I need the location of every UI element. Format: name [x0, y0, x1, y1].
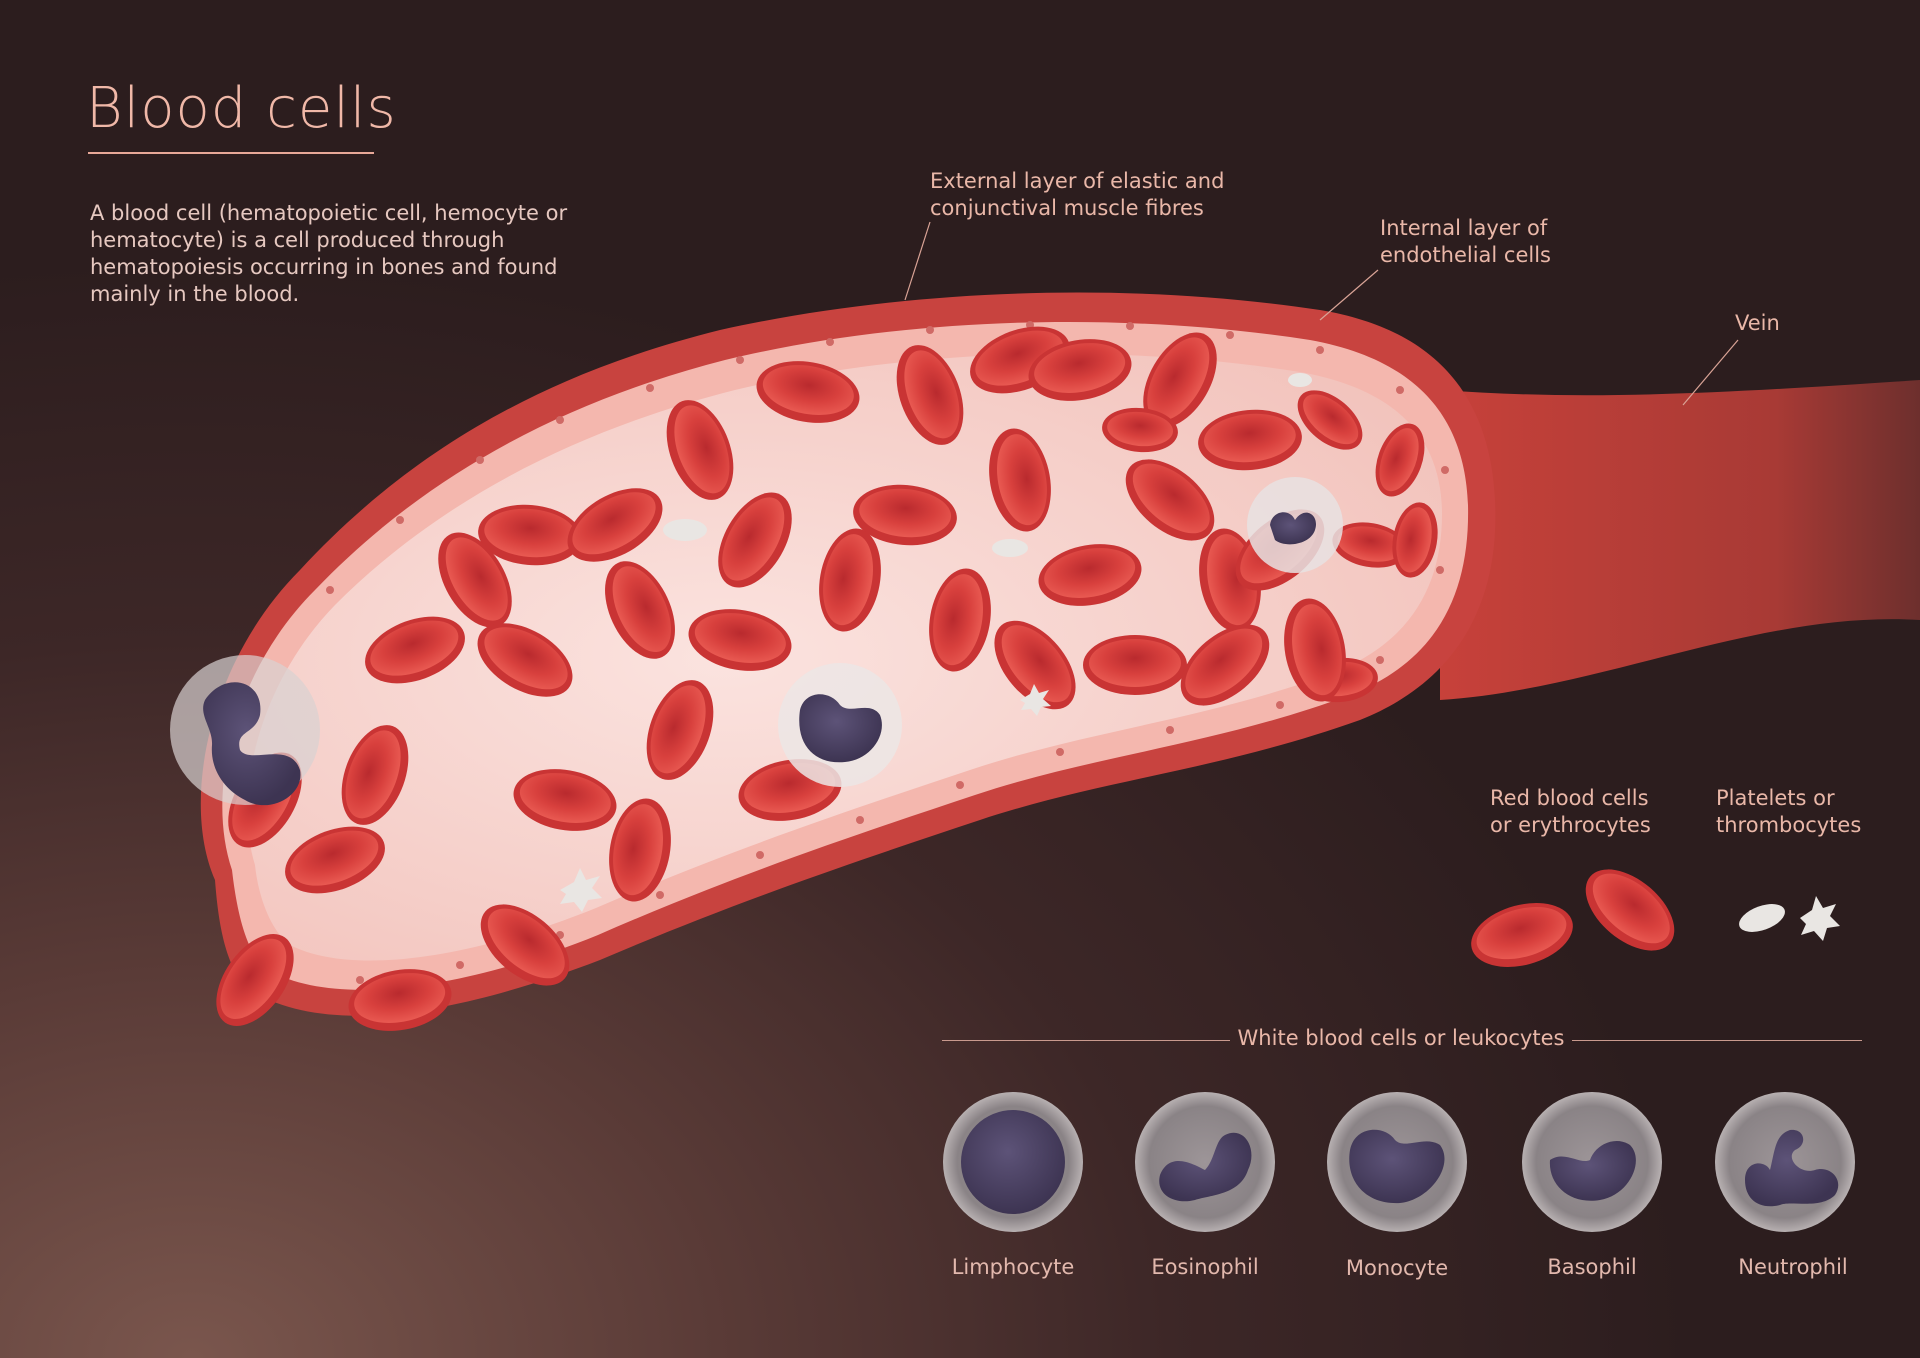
- page-title: Blood cells: [86, 76, 397, 141]
- vein: [1440, 380, 1920, 700]
- label-red-cells-line2: or erythrocytes: [1490, 813, 1651, 837]
- title-underline: [88, 152, 374, 154]
- caption-limphocyte: Limphocyte: [951, 1255, 1075, 1279]
- label-internal-layer: Internal layer of endothelial cells: [1380, 215, 1551, 269]
- platelets-in-vessel: [560, 373, 1312, 912]
- label-red-cells-line1: Red blood cells: [1490, 786, 1649, 810]
- leukocytes-rule-left: [942, 1040, 1230, 1041]
- intro-paragraph: A blood cell (hematopoietic cell, hemocy…: [90, 201, 568, 306]
- legend-eosinophil: [1135, 1092, 1275, 1232]
- label-red-cells: Red blood cells or erythrocytes: [1490, 785, 1651, 839]
- label-platelets: Platelets or thrombocytes: [1716, 785, 1861, 839]
- caption-neutrophil: Neutrophil: [1738, 1255, 1848, 1279]
- label-internal-layer-line1: Internal layer of: [1380, 216, 1548, 240]
- legend-erythrocytes: [1464, 853, 1690, 978]
- label-internal-layer-line2: endothelial cells: [1380, 243, 1551, 267]
- leukocyte-in-vessel-center: [778, 663, 902, 787]
- label-external-layer-line2: conjunctival muscle fibres: [930, 196, 1204, 220]
- legend-basophil: [1522, 1092, 1662, 1232]
- label-vein: Vein: [1735, 311, 1780, 335]
- label-external-layer: External layer of elastic and conjunctiv…: [930, 168, 1224, 222]
- legend-limphocyte: [943, 1092, 1083, 1232]
- leukocyte-in-vessel-right: [1247, 477, 1343, 573]
- caption-basophil: Basophil: [1547, 1255, 1637, 1279]
- legend-neutrophil: [1715, 1092, 1855, 1232]
- leukocytes-rule-right: [1572, 1040, 1862, 1041]
- legend-platelets: [1739, 896, 1840, 941]
- label-external-layer-line1: External layer of elastic and: [930, 169, 1225, 193]
- label-platelets-line2: thrombocytes: [1716, 813, 1862, 837]
- label-white-cells: White blood cells or leukocytes: [1237, 1026, 1565, 1050]
- leukocyte-in-vessel-left: [170, 655, 320, 806]
- legend-monocyte: [1327, 1092, 1467, 1232]
- caption-monocyte: Monocyte: [1345, 1256, 1449, 1280]
- caption-eosinophil: Eosinophil: [1151, 1255, 1259, 1279]
- label-platelets-line1: Platelets or: [1716, 786, 1835, 810]
